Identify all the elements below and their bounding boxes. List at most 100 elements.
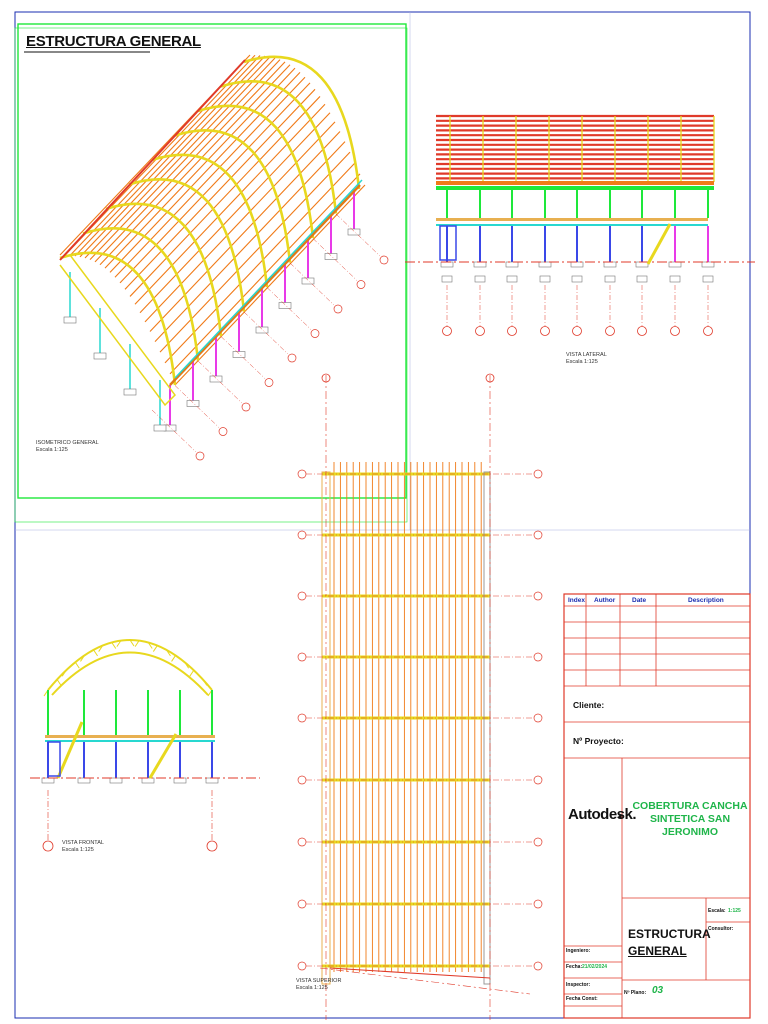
frontal-axis-bubble-1 xyxy=(206,840,218,852)
frontal-footing xyxy=(109,777,123,784)
frontal-view xyxy=(30,639,260,852)
superior-axis-bubble-right xyxy=(533,591,543,601)
superior-axis-bubble-left xyxy=(297,775,307,785)
lateral-base-plate xyxy=(669,275,681,283)
superior-axis-bubble-top-left xyxy=(321,373,331,383)
superior-bottom-edge xyxy=(329,967,491,979)
lateral-eave-beam-orange xyxy=(436,181,714,185)
superior-axis-bubble-left xyxy=(297,530,307,540)
superior-axis-bubble-left xyxy=(297,961,307,971)
lateral-footing xyxy=(570,261,584,268)
lateral-footing xyxy=(538,261,552,268)
isometric-view-frame-outer xyxy=(14,27,408,523)
isometric-purlin xyxy=(114,76,306,278)
isometric-eave-beam-cyan xyxy=(174,179,363,379)
isometric-footing xyxy=(324,253,338,260)
company-logo-text: Autodesk. xyxy=(568,806,637,823)
lateral-base-plate xyxy=(571,275,583,283)
lateral-axis-bubble xyxy=(670,326,680,336)
superior-axis-bubble-right xyxy=(533,775,543,785)
escala-value: 1:125 xyxy=(728,908,741,914)
drawing-title-line2: GENERAL xyxy=(628,944,687,958)
lateral-axis-bubble xyxy=(703,326,713,336)
isometric-columns xyxy=(63,189,361,432)
lateral-view-name: VISTA LATERAL xyxy=(566,352,607,358)
lateral-platform-beam-cyan xyxy=(436,224,708,226)
isometric-purlin xyxy=(64,54,256,256)
isometric-arch xyxy=(220,80,338,214)
rev-header-author: Author xyxy=(594,597,616,604)
frontal-footing xyxy=(77,777,91,784)
title-block-frame xyxy=(563,593,751,1019)
lateral-base-plate xyxy=(441,275,453,283)
isometric-axis-line xyxy=(312,238,358,281)
superior-axis-bubble-left xyxy=(297,837,307,847)
lateral-grid-axes xyxy=(442,285,713,336)
isometric-view-scale: Escala 1:125 xyxy=(36,447,68,453)
project-title: COBERTURA CANCHA SINTETICA SAN JERONIMO xyxy=(632,800,748,839)
lateral-base-plate xyxy=(506,275,518,283)
isometric-axis-line xyxy=(197,360,243,404)
superior-axis-bubble-right xyxy=(533,652,543,662)
lateral-footing xyxy=(635,261,649,268)
fecha-label: Fecha: xyxy=(566,964,583,970)
superior-axis-bubble-top-right xyxy=(485,373,495,383)
rev-header-description: Description xyxy=(688,597,724,604)
isometric-axis-line xyxy=(243,311,289,355)
frontal-arch-web-member xyxy=(61,669,67,677)
isometric-purlin xyxy=(79,56,271,258)
lateral-footing xyxy=(603,261,617,268)
superior-axis-bubble-left xyxy=(297,652,307,662)
frontal-arch-web xyxy=(43,639,213,697)
drawing-title-line1: ESTRUCTURA xyxy=(628,927,711,941)
isometric-axis-bubble xyxy=(379,255,389,265)
lateral-axis-bubble xyxy=(507,326,517,336)
isometric-axis-line xyxy=(220,336,266,379)
isometric-view-frame xyxy=(17,23,407,499)
frontal-arch-web-member xyxy=(111,642,117,649)
lateral-footing xyxy=(440,261,454,268)
sheet-title: ESTRUCTURA GENERAL xyxy=(26,33,201,50)
isometric-axis-bubble xyxy=(356,280,366,289)
lateral-axis-bubble xyxy=(540,326,550,336)
frontal-arch-web-member xyxy=(147,642,153,649)
isometric-axis-line xyxy=(174,385,220,428)
lateral-platform-beam xyxy=(436,218,708,221)
isometric-axis-bubble xyxy=(195,451,205,461)
isometric-axis-bubble xyxy=(287,353,297,363)
drawing-title: ESTRUCTURA GENERAL xyxy=(628,926,711,960)
isometric-arch xyxy=(59,251,177,386)
frontal-arch-web-member xyxy=(80,655,85,662)
proyecto-label: Nº Proyecto: xyxy=(573,736,624,746)
project-title-line1: COBERTURA CANCHA xyxy=(632,800,748,812)
frontal-stair xyxy=(47,721,178,779)
lateral-footing xyxy=(668,261,682,268)
isometric-arch xyxy=(243,55,361,190)
lateral-roof-purlins xyxy=(436,114,715,182)
frontal-arch-web-member xyxy=(98,645,104,652)
superior-axis-bubble-right xyxy=(533,961,543,971)
isometric-footing xyxy=(347,228,361,236)
superior-axis-bubble-left xyxy=(297,591,307,601)
lateral-columns xyxy=(440,190,715,283)
frontal-stair-box xyxy=(47,741,61,777)
isometric-axis-bubble xyxy=(218,427,228,436)
isometric-view-name: ISOMETRICO GENERAL xyxy=(36,440,99,446)
inspector-label: Inspector: xyxy=(566,982,591,988)
isometric-arch xyxy=(151,153,269,288)
superior-axis-bubble-right xyxy=(533,530,543,540)
lateral-view-scale: Escala 1:125 xyxy=(566,359,598,365)
superior-axis-bubble-left xyxy=(297,713,307,723)
isometric-eave-beam xyxy=(59,59,246,261)
superior-view xyxy=(297,373,543,1020)
superior-view-name: VISTA SUPERIOR xyxy=(296,978,342,984)
lateral-base-plate xyxy=(604,275,616,283)
lateral-axis-bubble xyxy=(442,326,452,336)
frontal-footing xyxy=(205,777,219,784)
superior-edge-right xyxy=(483,471,491,985)
frontal-arch-web-member xyxy=(152,645,158,652)
isometric-axis-bubble xyxy=(241,402,251,412)
cliente-label: Cliente: xyxy=(573,700,605,710)
isometric-purlin xyxy=(134,103,326,305)
lateral-stair xyxy=(439,223,672,265)
